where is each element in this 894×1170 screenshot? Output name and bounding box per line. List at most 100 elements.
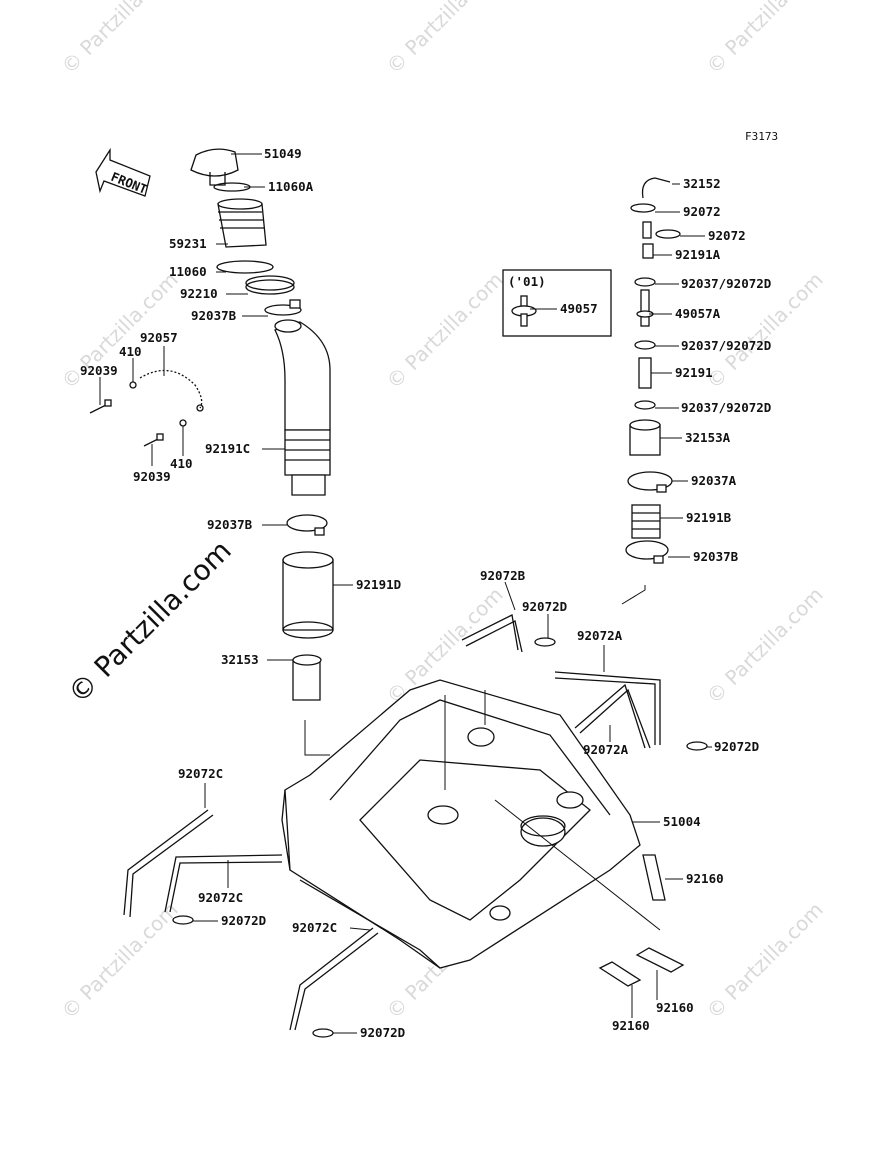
label-51004[interactable]: 51004 xyxy=(663,814,701,829)
label-92037b-right[interactable]: 92037B xyxy=(693,549,739,564)
label-92191a[interactable]: 92191A xyxy=(675,247,721,262)
hose-32152[interactable] xyxy=(641,177,671,199)
watermark: © Partzilla.com xyxy=(382,0,508,79)
watermark: © Partzilla.com xyxy=(702,0,828,79)
band-92072c-b[interactable] xyxy=(164,854,283,913)
hose-92191[interactable] xyxy=(638,357,652,389)
label-92072a-bot[interactable]: 92072A xyxy=(583,742,629,757)
label-32153a[interactable]: 32153A xyxy=(685,430,731,445)
clip-92072-a[interactable] xyxy=(630,203,656,213)
pad-92160-right[interactable] xyxy=(642,854,666,901)
label-92191[interactable]: 92191 xyxy=(675,365,713,380)
clamp-92037-92072d-b[interactable] xyxy=(634,340,656,350)
label-92072-b[interactable]: 92072 xyxy=(708,228,746,243)
band-92072c-c[interactable] xyxy=(289,927,379,1031)
strap-92057[interactable] xyxy=(139,369,204,412)
front-arrow-icon xyxy=(95,147,151,197)
label-11060a[interactable]: 11060A xyxy=(268,179,314,194)
bolt-92039-top[interactable] xyxy=(89,399,112,414)
clamp-92037a[interactable] xyxy=(627,471,673,493)
band-92072b[interactable] xyxy=(461,614,523,653)
label-92160-bot1[interactable]: 92160 xyxy=(612,1018,650,1033)
label-92072d-top[interactable]: 92072D xyxy=(522,599,567,614)
clip-92072d-left[interactable] xyxy=(172,915,194,925)
band-92072c-a[interactable] xyxy=(123,809,214,918)
assembly-line-tank-c xyxy=(494,799,661,931)
label-92037-92072d-c[interactable]: 92037/92072D xyxy=(681,400,771,415)
watermark: © Partzilla.com xyxy=(702,897,828,1023)
clamp-92037-92072d-a[interactable] xyxy=(634,277,656,287)
label-92072d-left[interactable]: 92072D xyxy=(221,913,266,928)
label-92037-92072d-a[interactable]: 92037/92072D xyxy=(681,276,771,291)
pad-92160-bot2[interactable] xyxy=(635,947,685,973)
label-32152[interactable]: 32152 xyxy=(683,176,721,191)
label-92191b[interactable]: 92191B xyxy=(686,510,732,525)
label-92039-bot[interactable]: 92039 xyxy=(133,469,171,484)
hose-92191a[interactable] xyxy=(642,243,654,259)
clip-92072d-right[interactable] xyxy=(686,741,708,751)
watermark-large: © Partzilla.com xyxy=(62,534,238,710)
pad-92160-bot1[interactable] xyxy=(598,961,642,987)
washer-410-bot[interactable] xyxy=(179,419,187,427)
pipe-32153[interactable] xyxy=(292,654,322,701)
label-92039-top[interactable]: 92039 xyxy=(80,363,118,378)
leader-lines xyxy=(99,153,712,1034)
watermark: © Partzilla.com xyxy=(702,582,828,708)
label-92191d[interactable]: 92191D xyxy=(356,577,401,592)
pipe-32153a[interactable] xyxy=(629,419,661,456)
filler-neck-59231[interactable] xyxy=(217,198,267,248)
valve-49057[interactable] xyxy=(511,295,537,327)
label-92037-92072d-b[interactable]: 92037/92072D xyxy=(681,338,771,353)
variant-box-01: ('01) xyxy=(502,269,612,337)
label-92072c-b[interactable]: 92072C xyxy=(198,890,243,905)
label-49057[interactable]: 49057 xyxy=(560,301,598,316)
part-labels: 51049 11060A 59231 11060 92210 92037B 92… xyxy=(80,146,771,1040)
filler-cap-51049[interactable] xyxy=(190,148,239,186)
front-direction-arrow: FRONT xyxy=(95,147,151,197)
clip-92072-b[interactable] xyxy=(655,229,681,239)
clamp-92037-92072d-c[interactable] xyxy=(634,400,656,410)
label-92037a[interactable]: 92037A xyxy=(691,473,737,488)
label-59231[interactable]: 59231 xyxy=(169,236,207,251)
pipe-short[interactable] xyxy=(642,221,652,239)
clamp-92037b-top[interactable] xyxy=(264,299,302,316)
gasket-11060[interactable] xyxy=(216,260,274,274)
clamp-92037b-right[interactable] xyxy=(625,540,669,564)
hose-92191c[interactable] xyxy=(274,319,331,496)
watermark: © Partzilla.com xyxy=(57,0,183,79)
label-92072-a[interactable]: 92072 xyxy=(683,204,721,219)
label-410-top[interactable]: 410 xyxy=(119,344,142,359)
label-92037b-mid[interactable]: 92037B xyxy=(207,517,253,532)
label-51049[interactable]: 51049 xyxy=(264,146,302,161)
label-32153[interactable]: 32153 xyxy=(221,652,259,667)
label-92160-right[interactable]: 92160 xyxy=(686,871,724,886)
label-92072c-a[interactable]: 92072C xyxy=(178,766,223,781)
nut-92210[interactable] xyxy=(245,275,295,295)
label-92072b[interactable]: 92072B xyxy=(480,568,526,583)
hose-92191b[interactable] xyxy=(631,504,661,539)
label-92160-bot2[interactable]: 92160 xyxy=(656,1000,694,1015)
label-92072d-right[interactable]: 92072D xyxy=(714,739,759,754)
clip-92072d-bot[interactable] xyxy=(312,1028,334,1038)
variant-box-label: ('01) xyxy=(508,274,546,289)
label-92072c-c[interactable]: 92072C xyxy=(292,920,337,935)
valve-49057a[interactable] xyxy=(636,289,654,327)
fuel-tank-51004[interactable] xyxy=(281,679,641,969)
label-410-bot[interactable]: 410 xyxy=(170,456,193,471)
label-11060[interactable]: 11060 xyxy=(169,264,207,279)
clamp-92037b-mid[interactable] xyxy=(286,514,328,536)
band-92072a[interactable] xyxy=(554,671,661,749)
label-92057[interactable]: 92057 xyxy=(140,330,178,345)
bolt-92039-bot[interactable] xyxy=(143,433,164,447)
clip-92072d-top[interactable] xyxy=(534,637,556,647)
label-92210[interactable]: 92210 xyxy=(180,286,218,301)
label-92037b-top[interactable]: 92037B xyxy=(191,308,237,323)
label-49057a[interactable]: 49057A xyxy=(675,306,721,321)
label-92072d-bot[interactable]: 92072D xyxy=(360,1025,405,1040)
hose-92191d[interactable] xyxy=(282,551,334,639)
washer-410-top[interactable] xyxy=(129,381,137,389)
label-92191c[interactable]: 92191C xyxy=(205,441,250,456)
label-92072a-top[interactable]: 92072A xyxy=(577,628,623,643)
